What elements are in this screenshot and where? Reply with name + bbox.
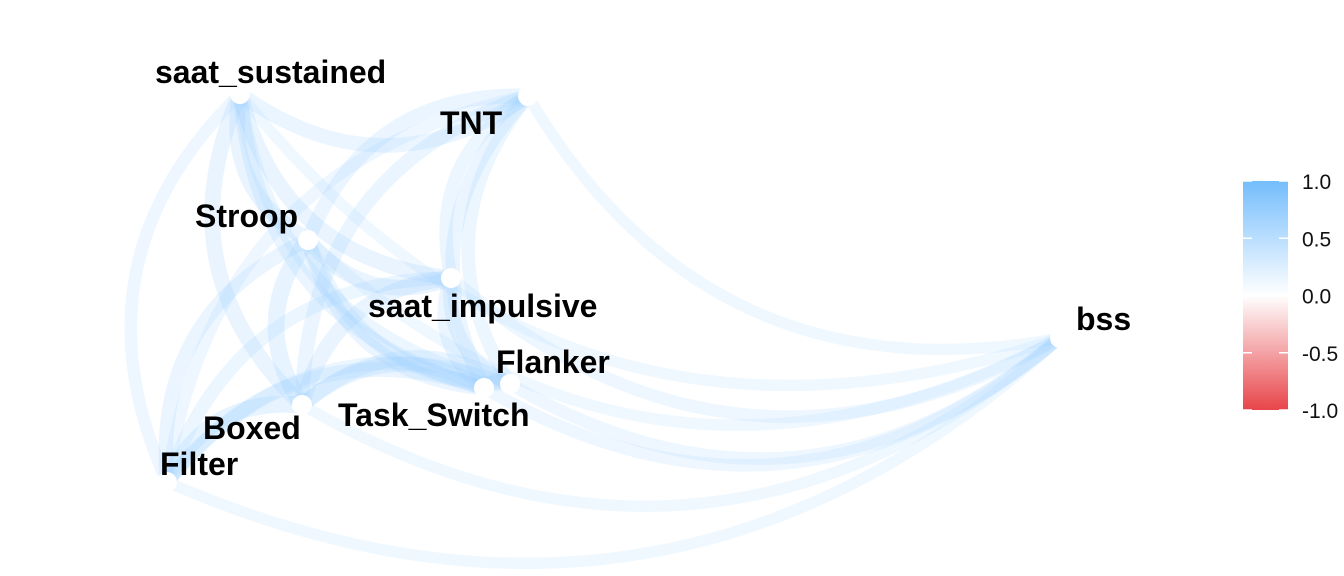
edge-saat_sustained-bss — [234, 88, 1066, 392]
edge-Stroop-Flanker — [300, 232, 518, 392]
edge-saat_impulsive-Flanker — [442, 270, 518, 392]
edge-Filter-bss — [161, 332, 1066, 569]
node-label: Boxed — [203, 410, 301, 446]
edge-Flanker-Boxed — [294, 350, 518, 413]
node-Stroop — [298, 230, 318, 250]
node-label: Task_Switch — [338, 397, 529, 433]
node-label: bss — [1076, 301, 1131, 337]
edge-saat_impulsive-Task_Switch — [437, 270, 492, 396]
node-label: saat_impulsive — [368, 288, 597, 324]
edge-Task_Switch-Boxed — [294, 356, 492, 413]
edge-TNT-Flanker — [461, 89, 535, 391]
edge-Flanker-Filter — [160, 356, 517, 489]
edge-TNT-Task_Switch — [445, 88, 536, 396]
edge-saat_sustained-Boxed — [204, 86, 310, 413]
edge-Stroop-bss — [302, 234, 1066, 431]
edge-Stroop-Boxed — [267, 231, 317, 414]
edge-saat_sustained-Task_Switch — [232, 86, 492, 396]
node-label: saat_sustained — [155, 54, 386, 90]
edge-TNT-bss — [522, 90, 1066, 355]
edge-TNT-Filter — [160, 89, 535, 489]
edge-saat_impulsive-Boxed — [294, 270, 459, 413]
legend-tick-label: -1.0 — [1302, 400, 1338, 423]
node-label: Stroop — [195, 198, 298, 234]
node-Filter — [157, 472, 177, 492]
node-saat_impulsive — [441, 268, 461, 288]
color-legend: 1.0 0.5 0.0 -0.5 -1.0 — [1243, 171, 1338, 423]
legend-tick-label: -0.5 — [1302, 343, 1338, 366]
edge-saat_impulsive-bss — [444, 271, 1067, 423]
edge-Stroop-Filter — [158, 232, 316, 490]
node-Flanker — [500, 374, 520, 394]
edge-saat_sustained-TNT — [232, 86, 536, 153]
edge-Task_Switch-bss — [477, 331, 1067, 472]
node-label: Filter — [160, 446, 238, 482]
legend-tick-label: 1.0 — [1302, 171, 1331, 194]
edge-Boxed-Filter — [158, 395, 311, 491]
edge-TNT-saat_impulsive — [439, 89, 535, 285]
node-label: TNT — [440, 105, 503, 141]
edge-TNT-Stroop — [300, 88, 536, 248]
edge-saat_sustained-Filter — [124, 87, 247, 489]
edge-Flanker-bss — [503, 331, 1067, 465]
node-bss — [1050, 328, 1070, 348]
edge-saat_sustained-Stroop — [229, 86, 316, 248]
edge-Boxed-bss — [296, 332, 1066, 512]
edge-Task_Switch-Filter — [159, 362, 492, 490]
node-Boxed — [292, 395, 312, 415]
legend-tick-label: 0.0 — [1302, 286, 1331, 309]
edge-saat_sustained-saat_impulsive — [232, 86, 459, 286]
legend-tick-label: 0.5 — [1302, 228, 1331, 251]
edge-Stroop-saat_impulsive — [300, 232, 459, 296]
node-label: Flanker — [496, 344, 610, 380]
edge-saat_impulsive-Filter — [160, 271, 458, 489]
edges — [124, 86, 1067, 569]
node-Task_Switch — [474, 378, 494, 398]
nodes — [157, 84, 1070, 492]
node-saat_sustained — [230, 84, 250, 104]
node-TNT — [518, 86, 538, 106]
edge-saat_sustained-Flanker — [233, 87, 517, 391]
edge-TNT-Boxed — [294, 88, 536, 413]
edge-Stroop-Task_Switch — [300, 232, 492, 396]
